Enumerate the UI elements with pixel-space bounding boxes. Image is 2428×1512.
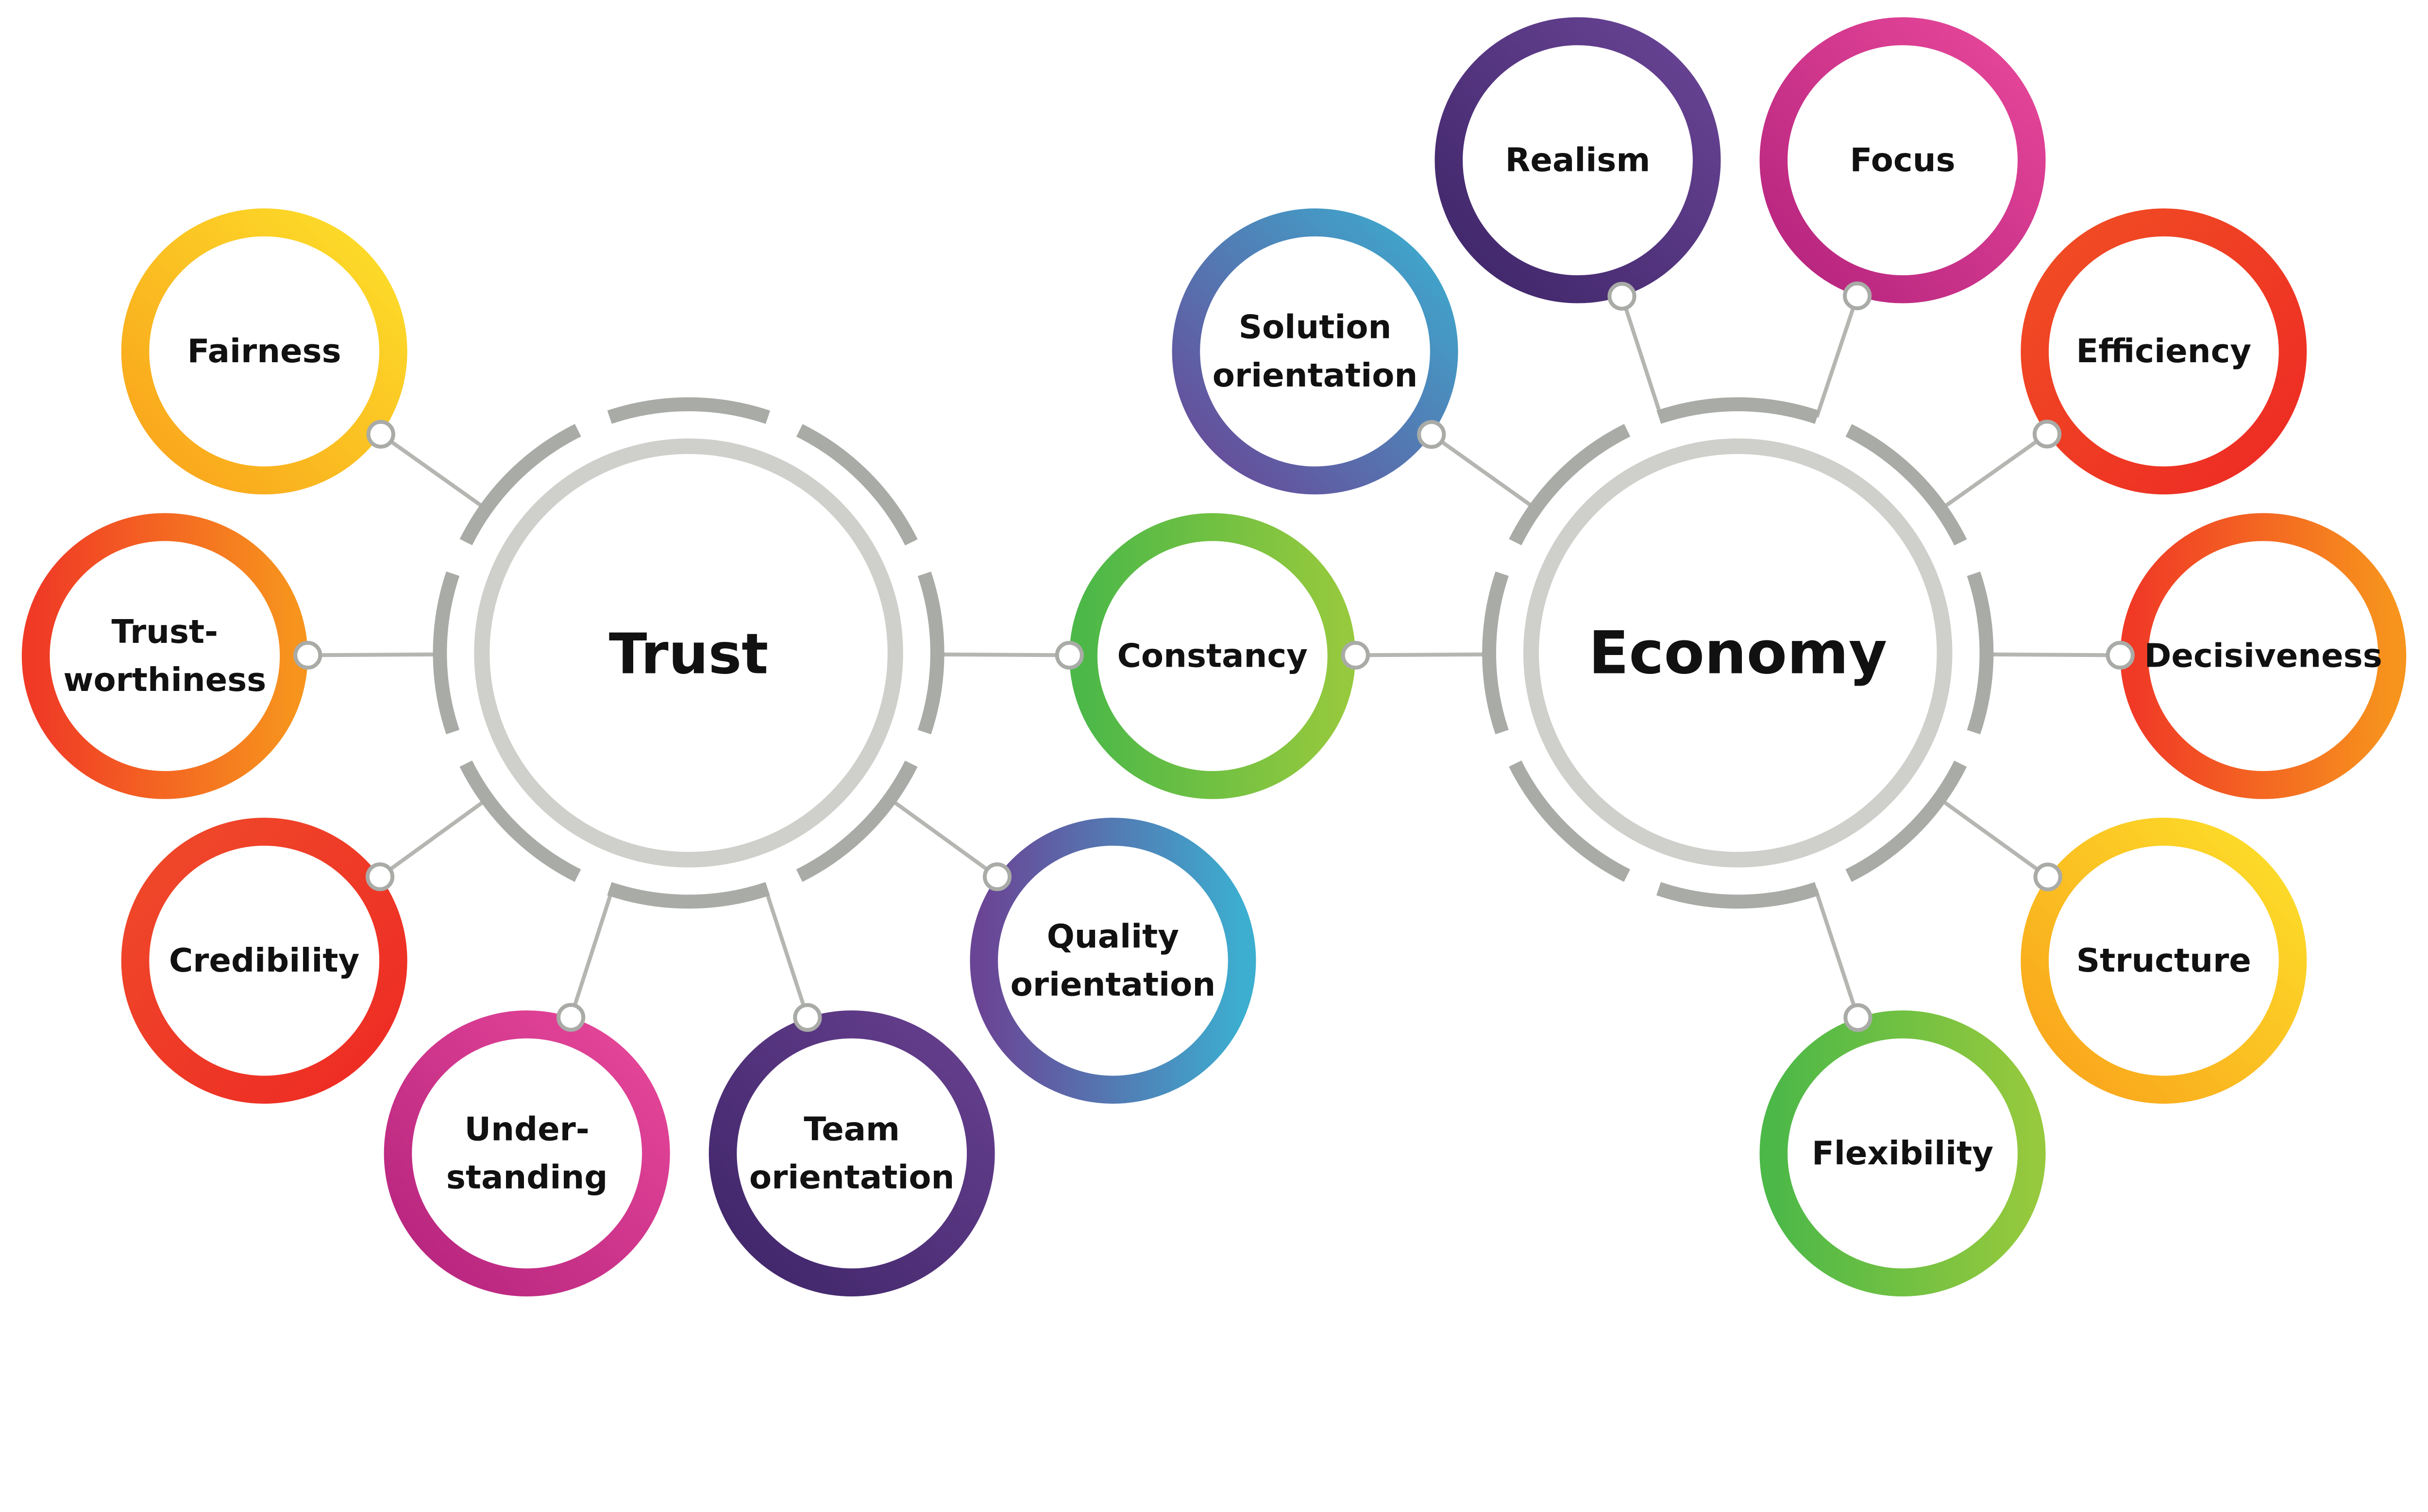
connectors: [307, 295, 2121, 1019]
hub-label: Economy: [1588, 618, 1887, 687]
node-label-line: worthiness: [63, 661, 266, 699]
node-label-line: orientation: [1011, 966, 1216, 1004]
connector-line: [569, 889, 614, 1018]
node-label: Under-standing: [446, 1110, 607, 1196]
node-label-line: Fairness: [187, 332, 341, 370]
node-credibility: Credibility: [121, 818, 407, 1104]
node-ring: [121, 818, 407, 1104]
node-qualityorientation: Quality orientation: [970, 818, 1256, 1104]
connector-line: [1939, 432, 2048, 511]
node-ring: [1434, 17, 1721, 303]
node-fairness: Fairness: [121, 208, 407, 495]
node-label: Fairness: [187, 332, 341, 370]
node-label-line: standing: [446, 1159, 607, 1196]
node-label: Structure: [2076, 941, 2251, 979]
connector-dot: [1417, 420, 1446, 449]
node-ring: [121, 208, 407, 495]
connector-dot: [793, 1003, 822, 1032]
connector-line: [1815, 295, 1859, 418]
node-label-line: Constancy: [1117, 637, 1308, 675]
node-label: Trust-worthiness: [63, 613, 266, 699]
node-label-line: Focus: [1850, 141, 1956, 179]
connector-dot: [366, 420, 395, 449]
node-ring: [384, 1010, 670, 1297]
node-label: Efficiency: [2076, 332, 2251, 370]
node-label-line: Flexibility: [1812, 1134, 1993, 1172]
node-label-line: Team: [804, 1110, 900, 1148]
connector-dots: [293, 281, 2135, 1032]
connector-dot: [2033, 862, 2062, 891]
node-label-line: Trust-: [112, 613, 219, 651]
node-decisiveness: Decisiveness: [2120, 513, 2407, 799]
node-ring: [1172, 208, 1458, 495]
node-ring: [21, 513, 308, 799]
connector-line: [889, 797, 998, 878]
connector-line: [1430, 433, 1537, 510]
connector-dot: [293, 640, 322, 670]
connector-dot: [2106, 640, 2135, 670]
connector-dot: [1341, 640, 1370, 670]
connector-dot: [982, 862, 1012, 891]
node-trustworthiness: Trust-worthiness: [21, 513, 308, 799]
node-label: Realism: [1505, 141, 1651, 179]
node-ring: [1759, 17, 2046, 303]
connector-dot: [556, 1003, 586, 1032]
node-label: Credibility: [169, 941, 359, 979]
node-ring: [2021, 818, 2307, 1104]
node-ring: [708, 1010, 995, 1297]
hub-ring: [474, 438, 903, 868]
connector-line: [1814, 889, 1860, 1019]
node-label-line: Structure: [2076, 941, 2251, 979]
node-efficiency: Efficiency: [2021, 208, 2307, 495]
node-label: Constancy: [1117, 637, 1308, 675]
hub-label: Trust: [609, 622, 768, 687]
node-label: Team orientation: [749, 1110, 955, 1196]
connector-dot: [1055, 640, 1084, 670]
node-teamorientation: Team orientation: [708, 1010, 995, 1297]
node-label-line: orientation: [749, 1159, 955, 1196]
node-structure: Structure: [2021, 818, 2307, 1104]
hub-trust: Trust: [433, 397, 944, 909]
node-label: Quality orientation: [1011, 917, 1216, 1003]
connector-line: [1620, 295, 1663, 417]
node-label: Flexibility: [1812, 1134, 1993, 1172]
node-focus: Focus: [1759, 17, 2046, 303]
node-label: Solution orientation: [1213, 308, 1418, 394]
node-label-line: Quality: [1047, 917, 1179, 955]
hub-ring: [1523, 438, 1953, 868]
node-label: Focus: [1850, 141, 1956, 179]
node-label-line: Solution: [1239, 308, 1392, 346]
hubs: Trust Economy: [433, 397, 1994, 909]
connector-line: [1938, 797, 2049, 879]
node-label-line: Decisiveness: [2144, 637, 2382, 675]
connector-line: [379, 433, 487, 511]
connector-line: [764, 889, 809, 1018]
nodes: FairnessTrust-worthinessCredibilityUnder…: [21, 17, 2407, 1297]
competency-diagram: Trust Economy FairnessTrust-worthinessCre…: [21, 17, 2407, 1297]
node-label-line: Efficiency: [2076, 332, 2251, 370]
node-ring: [2021, 208, 2307, 495]
node-ring: [1759, 1010, 2046, 1297]
connector-dot: [1843, 281, 1872, 310]
connector-dot: [2032, 420, 2062, 449]
node-solutionorientation: Solution orientation: [1172, 208, 1458, 495]
node-realism: Realism: [1434, 17, 1721, 303]
node-label-line: orientation: [1213, 356, 1418, 394]
node-constancy: Constancy: [1069, 513, 1356, 799]
node-label-line: Realism: [1505, 141, 1651, 179]
node-label: Decisiveness: [2144, 637, 2382, 675]
hub-dashed-ring: [1482, 397, 1994, 909]
connector-line: [379, 797, 489, 878]
connector-dot: [1843, 1003, 1872, 1032]
hub-economy: Economy: [1482, 397, 1994, 909]
connector-dot: [1607, 282, 1636, 311]
node-label-line: Under-: [465, 1110, 590, 1148]
connector-dot: [365, 862, 395, 891]
node-label-line: Credibility: [169, 941, 359, 979]
node-flexibility: Flexibility: [1759, 1010, 2046, 1297]
node-understanding: Under-standing: [384, 1010, 670, 1297]
node-ring: [970, 818, 1256, 1104]
hub-dashed-ring: [433, 397, 944, 909]
